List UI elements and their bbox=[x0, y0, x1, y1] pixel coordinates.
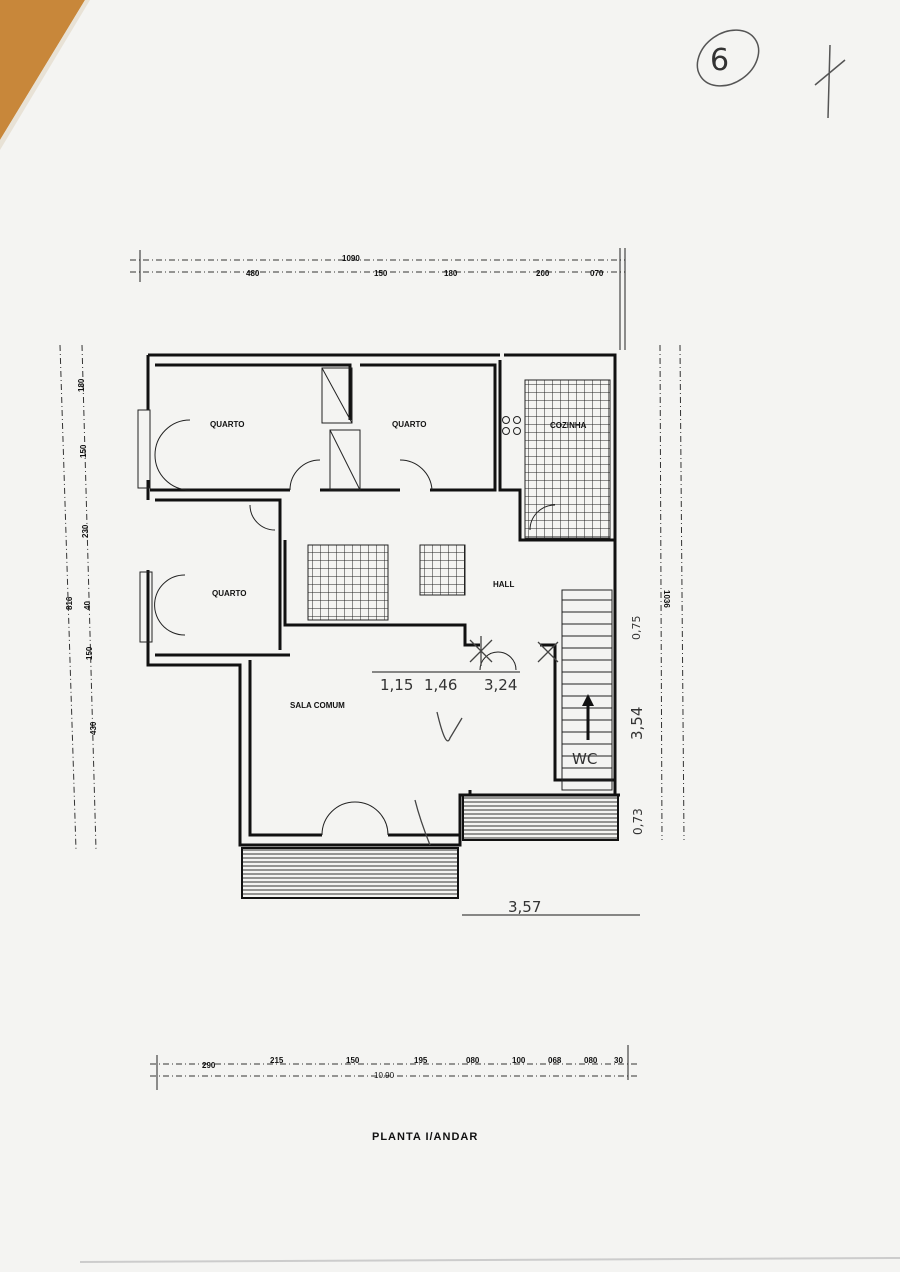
balcony bbox=[241, 847, 459, 899]
svg-text:068: 068 bbox=[548, 1056, 562, 1065]
room-label-wc: WC bbox=[572, 750, 597, 768]
stove-icon bbox=[502, 416, 521, 435]
svg-text:816: 816 bbox=[65, 596, 74, 610]
svg-text:480: 480 bbox=[246, 269, 260, 278]
svg-text:10.90: 10.90 bbox=[374, 1071, 395, 1080]
svg-text:3,24: 3,24 bbox=[484, 676, 517, 694]
svg-text:1090: 1090 bbox=[342, 254, 360, 263]
right-dimension: 1036 bbox=[659, 344, 685, 841]
svg-text:150: 150 bbox=[346, 1056, 360, 1065]
svg-text:150: 150 bbox=[79, 444, 88, 458]
room-label-sala: SALA COMUM bbox=[290, 701, 345, 710]
svg-text:0,75: 0,75 bbox=[630, 616, 643, 641]
svg-text:195: 195 bbox=[414, 1056, 428, 1065]
room-label-cozinha: COZINHA bbox=[550, 421, 587, 430]
bottom-dimension: 290 215 150 195 080 100 068 080 30 10.90 bbox=[150, 1045, 640, 1090]
handwritten-annotations bbox=[372, 636, 640, 916]
doors bbox=[154, 419, 556, 836]
svg-text:1,46: 1,46 bbox=[424, 676, 457, 694]
kitchen-tiles bbox=[524, 379, 611, 539]
left-dimension: 816 180 150 230 40 150 430 bbox=[59, 344, 98, 851]
room-label-quarto: QUARTO bbox=[210, 420, 245, 429]
staircase bbox=[561, 589, 613, 791]
svg-text:215: 215 bbox=[270, 1056, 284, 1065]
balcony bbox=[462, 794, 619, 841]
svg-text:070: 070 bbox=[590, 269, 604, 278]
svg-text:080: 080 bbox=[466, 1056, 480, 1065]
svg-text:200: 200 bbox=[536, 269, 550, 278]
svg-text:230: 230 bbox=[81, 524, 90, 538]
bathroom-tiles bbox=[419, 544, 466, 596]
svg-text:430: 430 bbox=[89, 721, 98, 735]
svg-text:180: 180 bbox=[444, 269, 458, 278]
walls bbox=[137, 353, 620, 847]
svg-text:180: 180 bbox=[77, 378, 86, 392]
bathroom-tiles bbox=[307, 544, 389, 621]
svg-text:0,73: 0,73 bbox=[631, 808, 645, 835]
svg-text:6: 6 bbox=[710, 43, 729, 78]
svg-text:080: 080 bbox=[584, 1056, 598, 1065]
svg-text:3,54: 3,54 bbox=[628, 707, 646, 740]
svg-text:290: 290 bbox=[202, 1061, 216, 1070]
page-number-mark: 6 bbox=[696, 29, 846, 119]
svg-text:1,15: 1,15 bbox=[380, 676, 413, 694]
svg-text:3,57: 3,57 bbox=[508, 898, 541, 916]
svg-text:150: 150 bbox=[85, 646, 94, 660]
drawing-title: PLANTA I/ANDAR bbox=[372, 1131, 478, 1143]
room-label-quarto: QUARTO bbox=[212, 589, 247, 598]
room-label-quarto: QUARTO bbox=[392, 420, 427, 429]
room-label-hall: HALL bbox=[493, 580, 514, 589]
svg-text:1036: 1036 bbox=[662, 590, 671, 608]
svg-text:150: 150 bbox=[374, 269, 388, 278]
top-dimension: 1090 480 150 180 200 070 bbox=[130, 248, 626, 350]
svg-text:40: 40 bbox=[83, 601, 92, 610]
svg-text:100: 100 bbox=[512, 1056, 526, 1065]
svg-text:30: 30 bbox=[614, 1056, 623, 1065]
